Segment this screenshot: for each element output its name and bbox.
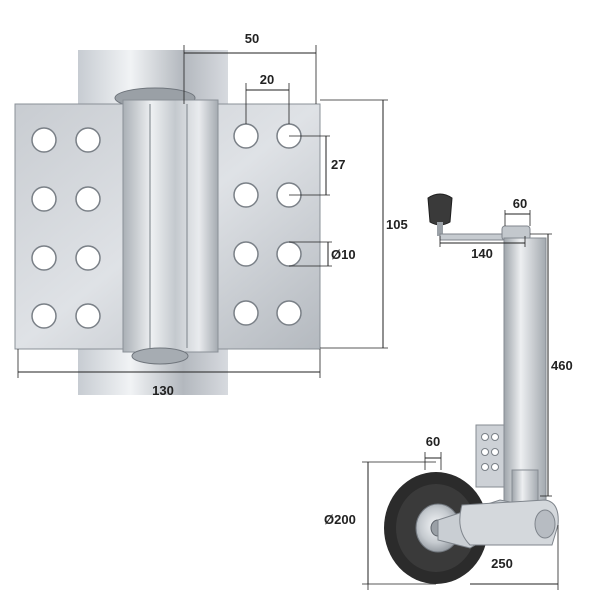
hole-group-left [31,127,101,329]
dim-label-foot-length: 250 [491,556,513,571]
dimension-130: 130 [17,349,321,398]
dimension-50: 50 [183,31,317,104]
hole [75,127,101,153]
hole [31,127,57,153]
handle-knob [427,193,453,226]
dimension-105: 105 [320,99,408,349]
dimension-d10: Ø10 [289,241,356,267]
dim-label-tyre-width: 60 [426,434,440,449]
dim-label-handle-width: 60 [513,196,527,211]
hole [75,303,101,329]
dim-label-wheel-diameter: Ø200 [324,512,356,527]
dimension-foot-250: 250 [367,525,559,590]
dim-label-hole-pitch-v: 27 [331,157,345,172]
hole [233,241,259,267]
dimension-tyre-60: 60 [424,434,442,470]
dimension-20: 20 [245,72,290,124]
side-bracket [475,424,505,488]
dimension-handle-60: 60 [504,196,531,226]
dimension-27: 27 [289,135,345,196]
clamp-channel [122,99,219,353]
dim-label-hole-diameter: Ø10 [331,247,356,262]
dimension-wheel-200: Ø200 [324,461,436,585]
dim-label-plate-width: 130 [152,383,174,398]
dimension-crank-140: 140 [439,236,526,261]
dimension-tube-460: 460 [530,233,573,497]
main-tube [503,237,547,507]
hole [31,245,57,271]
dim-label-hole-pitch-h: 20 [260,72,274,87]
plate-detail: 50 20 27 Ø10 105 [14,31,408,398]
dim-label-tube-length: 460 [551,358,573,373]
hole [31,303,57,329]
dim-label-clamp-width: 50 [245,31,259,46]
hole [75,245,101,271]
dim-label-plate-height: 105 [386,217,408,232]
jockey-wheel: 60 140 460 Ø200 60 [324,193,573,590]
hole [233,300,259,326]
dim-label-crank-length: 140 [471,246,493,261]
hole [276,300,302,326]
hole [75,186,101,212]
hole [276,241,302,267]
hole [31,186,57,212]
foot-clamp [459,499,559,546]
bottom-bolt [131,347,189,365]
hole [233,123,259,149]
hole [233,182,259,208]
